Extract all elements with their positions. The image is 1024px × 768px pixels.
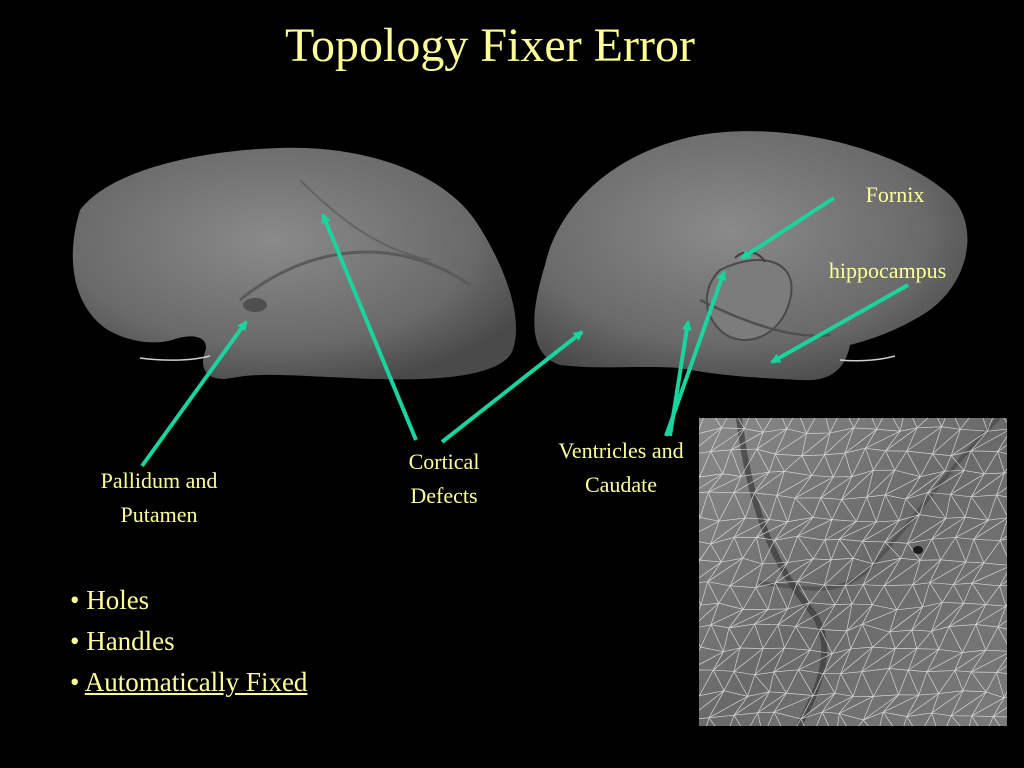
bullet-text-holes: Holes [86,585,150,615]
bullet-holes: • Holes [70,580,307,621]
label-cortical-line2: Defects [410,483,478,508]
label-pallidum-putamen: Pallidum and Putamen [74,464,244,532]
left-hemisphere [72,147,517,380]
label-hippocampus: hippocampus [805,254,970,288]
arrow-cortical-left [321,213,418,441]
label-ventricles-caudate: Ventricles and Caudate [538,434,704,502]
label-fornix: Fornix [845,178,945,212]
left-hemisphere-surface [72,147,517,380]
bullet-marker: • [70,626,80,656]
arrow-hippocampus [770,283,909,364]
bullet-marker: • [70,585,80,615]
arrow-cortical-right [440,330,584,444]
mesh-defect-hole [913,546,923,554]
label-pallidum-line2: Putamen [120,502,198,527]
bullet-marker: • [70,667,80,697]
arrow-pallidum [140,320,248,468]
label-ventricles-line2: Caudate [584,472,658,497]
label-cortical-defects: Cortical Defects [384,445,504,513]
bullet-handles: • Handles [70,621,307,662]
arrow-fornix [740,196,836,260]
bullet-text-handles: Handles [86,626,175,656]
slide-title: Topology Fixer Error [285,19,695,72]
bullet-list: • Holes • Handles • Automatically Fixed [70,580,307,703]
mesh-closeup-image [699,418,1007,726]
label-cortical-line1: Cortical [408,449,480,474]
annotation-arrows [140,196,909,468]
label-fornix-text: Fornix [865,182,925,207]
bullet-text-automatically-fixed: Automatically Fixed [84,667,308,697]
mesh-wireframe [699,418,1007,726]
label-ventricles-line1: Ventricles and [558,438,684,463]
label-hippocampus-text: hippocampus [828,258,947,283]
label-pallidum-line1: Pallidum and [100,468,218,493]
arrow-ventricles-2 [668,320,692,437]
bullet-automatically-fixed: • Automatically Fixed [70,662,307,703]
